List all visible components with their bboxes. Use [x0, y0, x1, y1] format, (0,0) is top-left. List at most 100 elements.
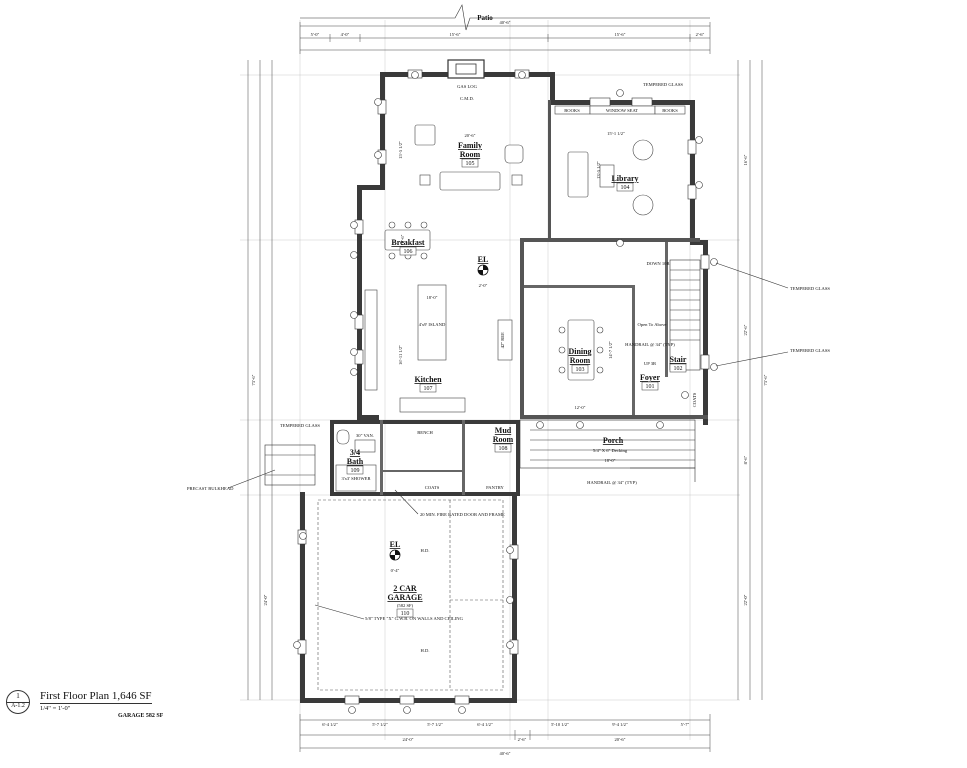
plan-title: First Floor Plan 1,646 SF — [40, 690, 152, 704]
porch-decking — [519, 419, 696, 482]
dim-library-h: 13'-5 1/2" — [596, 161, 601, 179]
note-shower: 3'x3' SHOWER — [341, 476, 371, 481]
note-down: DOWN 10R — [646, 261, 670, 266]
note-coats-closet: COATS — [692, 392, 697, 407]
dining-room-name-2: Room — [570, 356, 591, 365]
note-el-upper: EL — [478, 255, 489, 264]
dining-room-number: 103 — [576, 367, 585, 373]
elevation-markers — [389, 264, 489, 561]
dim-right-c: 8'-6" — [743, 456, 748, 465]
interior-walls — [380, 100, 708, 495]
stair-number: 102 — [674, 366, 683, 372]
note-open-to-above: Open To Above — [638, 322, 667, 327]
dim-porch-w: 18'-0" — [605, 458, 616, 463]
foyer-name: Foyer — [640, 373, 660, 382]
bath-number: 109 — [351, 468, 360, 474]
garage-number: 110 — [401, 611, 410, 617]
dim-bot-b: 2'-6" — [518, 737, 527, 742]
breakfast-number: 106 — [404, 249, 413, 255]
dim-kitchen-h: 16'-11 1/2" — [398, 345, 403, 365]
note-tempered-right-1: TEMPERED GLASS — [790, 286, 830, 291]
dim-right-a: 16'-6" — [743, 154, 748, 165]
precast-bulkhead — [264, 444, 316, 486]
garage-name-1: 2 CAR — [393, 584, 417, 593]
dim-bot-d: 6'-4 1/2" — [322, 722, 338, 727]
dim-bot-i: 9'-4 1/2" — [612, 722, 628, 727]
dim-library-w: 15'-1 1/2" — [607, 131, 625, 136]
dim-bot-g: 6'-4 1/2" — [477, 722, 493, 727]
dim-bot-j: 5'-7" — [681, 722, 690, 727]
dim-family-h: 15'-5 1/2" — [398, 141, 403, 159]
garage-square-footage: GARAGE 582 SF — [118, 713, 164, 719]
dim-kitchen-w: 18'-0" — [427, 295, 438, 300]
note-fire-door: 20 MIN. FIRE RATED DOOR AND FRAME — [420, 512, 505, 517]
note-tempered-top: TEMPERED GLASS — [643, 82, 683, 87]
sheet-id: A-1.2 — [11, 703, 25, 709]
note-handrail-porch: HANDRAIL @ 34" (TYP) — [587, 480, 637, 485]
family-room-name-2: Room — [460, 150, 481, 159]
note-el-lower: EL — [390, 540, 401, 549]
note-vanity: 30" VAN. — [356, 433, 374, 438]
dim-right-b: 22'-6" — [743, 324, 748, 335]
dim-bot-total: 40'-6" — [500, 751, 511, 756]
note-handrail-stair: HANDRAIL @ 34" (TYP) — [625, 342, 675, 347]
note-island: 4'x9' ISLAND — [419, 322, 446, 327]
side-dimensions: 73'-6" 73'-6" 24'-0" 16'-6" 22'-6" 8'-6"… — [247, 60, 768, 700]
dim-top-b: 4'-0" — [341, 32, 350, 37]
dim-left-total: 73'-6" — [251, 374, 256, 385]
note-hd-2: H.D. — [421, 648, 430, 653]
note-tempered-left: TEMPERED GLASS — [280, 423, 320, 428]
note-up: UP 3R — [644, 361, 657, 366]
top-dimensions: 40'-6" 5'-0" 4'-0" 15'-6" 15'-6" 2'-6" — [299, 20, 711, 54]
note-gas-log: GAS LOG — [457, 84, 477, 89]
dim-dining-w: 12'-0" — [575, 405, 586, 410]
dim-bot-a: 24'-0" — [403, 737, 414, 742]
garage-name-2: GARAGE — [387, 593, 422, 602]
foyer-number: 101 — [646, 384, 655, 390]
stair-name: Stair — [670, 355, 687, 364]
dim-garage-h: 24'-0" — [263, 594, 268, 605]
note-window-seat: WINDOW SEAT — [606, 108, 638, 113]
dim-right-total: 73'-6" — [763, 374, 768, 385]
patio: Patio — [300, 4, 710, 31]
dining-room-name-1: Dining — [568, 347, 591, 356]
note-el-lower-val: 0'-4" — [391, 568, 400, 573]
patio-label: Patio — [477, 14, 493, 22]
bottom-dimensions: 6'-4 1/2" 5'-7 1/2" 5'-7 1/2" 6'-4 1/2" … — [299, 714, 711, 756]
note-tempered-right-2: TEMPERED GLASS — [790, 348, 830, 353]
room-labels: Family Room 105 Library 104 Breakfast 10… — [346, 141, 687, 618]
reference-grid — [240, 20, 740, 740]
garage-interior — [317, 499, 504, 691]
window-tags — [293, 71, 718, 714]
dim-bot-f: 5'-7 1/2" — [427, 722, 443, 727]
note-el-upper-val: 2'-0" — [479, 283, 488, 288]
note-coats: COATS — [425, 485, 440, 490]
dim-top-d: 15'-6" — [615, 32, 626, 37]
furniture — [335, 105, 701, 492]
note-pantry: PANTRY — [486, 485, 504, 490]
room-dimensions: 20'-6" 15'-5 1/2" 15'-1 1/2" 13'-5 1/2" … — [398, 131, 625, 463]
plan-scale: 1/4" = 1'-0" — [40, 705, 71, 712]
kitchen-name: Kitchen — [414, 375, 442, 384]
note-bench: BENCH — [417, 430, 433, 435]
plan-notes: GAS LOG C.M.D. BOOKS WINDOW SEAT BOOKS T… — [187, 82, 830, 653]
note-hd-1: H.D. — [421, 548, 430, 553]
dim-breakfast-w: 10'-6" — [400, 234, 405, 245]
mud-room-number: 108 — [499, 446, 508, 452]
note-books-left: BOOKS — [564, 108, 580, 113]
sheet-reference-marker: 1 A-1.2 — [6, 690, 30, 714]
library-number: 104 — [621, 185, 630, 191]
library-name: Library — [611, 174, 638, 183]
note-decking: 5/4" X 6" Decking — [593, 448, 628, 453]
garage-area: (582 SF) — [397, 603, 414, 608]
note-ref: 42" REF. — [500, 332, 505, 349]
family-room-number: 105 — [466, 161, 475, 167]
note-cmd: C.M.D. — [460, 96, 474, 101]
dim-bot-c: 20'-6" — [615, 737, 626, 742]
note-precast: PRECAST BULKHEAD — [187, 486, 234, 491]
mud-room-name-2: Room — [493, 435, 514, 444]
dim-top-a: 5'-0" — [311, 32, 320, 37]
note-books-right: BOOKS — [662, 108, 678, 113]
mud-room-name-1: Mud — [495, 426, 512, 435]
